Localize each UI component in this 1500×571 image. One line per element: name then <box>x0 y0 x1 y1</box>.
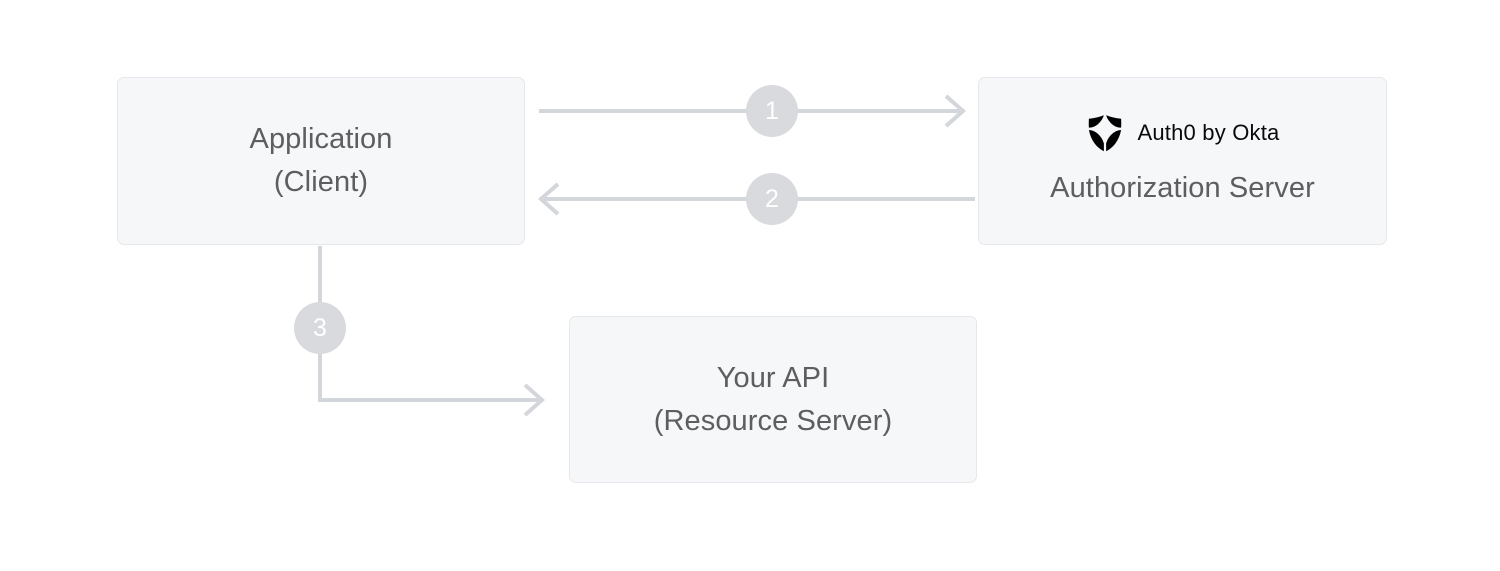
node-application-subtitle: (Client) <box>273 166 369 198</box>
step-badge-1: 1 <box>746 85 798 137</box>
step-badge-3: 3 <box>294 302 346 354</box>
okta-shield-icon <box>1085 113 1125 153</box>
node-your-api-title: Your API <box>716 361 830 394</box>
connector-step-3 <box>318 246 542 402</box>
arrowhead-step-2-left <box>537 182 560 216</box>
node-application[interactable]: Application (Client) <box>117 77 525 245</box>
node-your-api-subtitle: (Resource Server) <box>653 404 893 437</box>
node-application-title: Application <box>249 123 393 156</box>
auth0-brand-label: Auth0 by Okta <box>1137 119 1280 145</box>
arrowhead-step-3-right <box>523 383 546 417</box>
node-your-api[interactable]: Your API (Resource Server) <box>569 316 977 483</box>
node-authorization-server-title: Authorization Server <box>1050 171 1315 204</box>
node-authorization-server[interactable]: Auth0 by Okta Authorization Server <box>978 77 1387 245</box>
step-badge-2: 2 <box>746 173 798 225</box>
arrowhead-step-1-right <box>944 94 967 128</box>
auth0-brand-row: Auth0 by Okta <box>1085 113 1279 153</box>
